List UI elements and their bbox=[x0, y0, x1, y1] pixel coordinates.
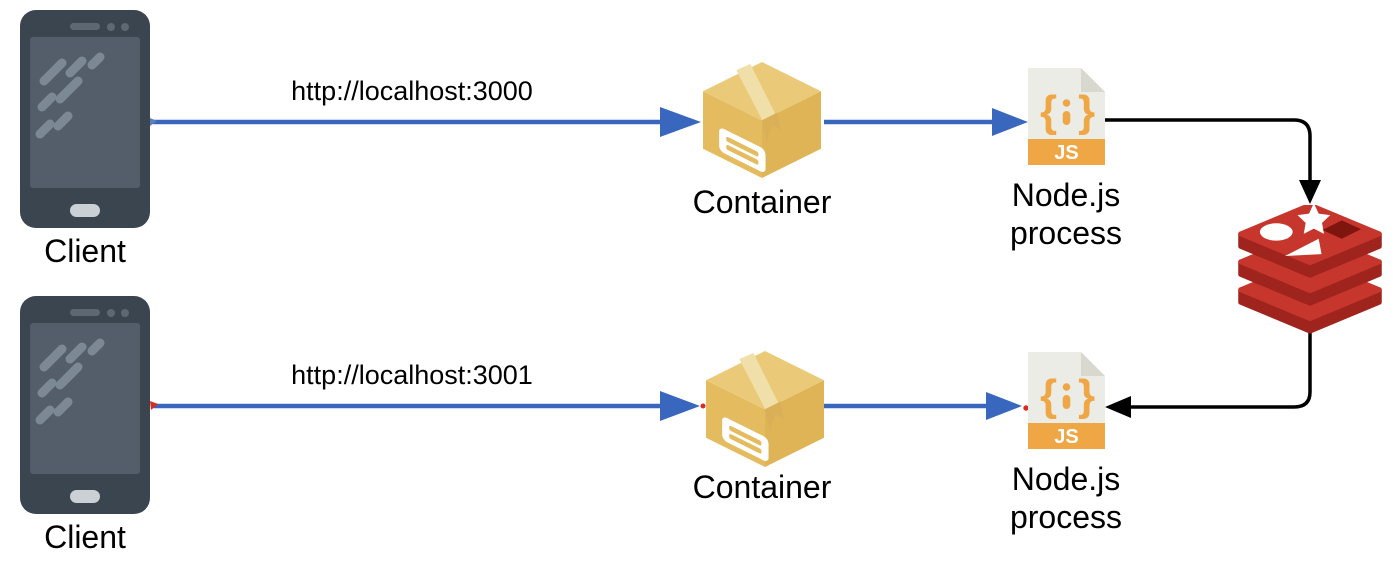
open-brace-glyph: { bbox=[1040, 87, 1057, 136]
node-process-label-line1: Node.js bbox=[1011, 177, 1121, 213]
redis-to-node-connector bbox=[1129, 330, 1312, 409]
nodejs-file-icon-bottom: JS { } bbox=[1028, 352, 1105, 449]
phone-screen bbox=[30, 37, 140, 188]
box-tape bbox=[736, 64, 777, 123]
container-to-node-arrowhead-top bbox=[992, 108, 1028, 136]
redis-icon bbox=[1238, 205, 1382, 334]
file-fold bbox=[1081, 68, 1105, 92]
phone-camera-dot bbox=[107, 309, 115, 317]
node-process-label-line2: process bbox=[1009, 499, 1123, 535]
client-device-bottom bbox=[20, 296, 150, 514]
nodejs-file-icon-top: JS { } bbox=[1028, 68, 1105, 165]
open-brace-glyph: { bbox=[1040, 371, 1057, 420]
phone-home-button bbox=[70, 490, 100, 503]
container-label-top: Container bbox=[692, 184, 832, 220]
redis-triangle-shape bbox=[1284, 238, 1322, 257]
redis-star-shape bbox=[1297, 205, 1331, 234]
container-label-bottom: Container bbox=[692, 469, 832, 505]
phone-speaker bbox=[70, 309, 100, 316]
semicolon-dot bbox=[1062, 99, 1071, 107]
client-device-top bbox=[20, 10, 150, 228]
connection-nub-bottom-client bbox=[150, 401, 158, 410]
request-arrowhead-bottom bbox=[660, 391, 700, 421]
connection-nub-top-client bbox=[150, 118, 157, 126]
request-arrowhead-top bbox=[660, 107, 701, 137]
phone-speaker bbox=[70, 23, 100, 30]
box-tape-flap bbox=[764, 401, 784, 431]
box-tape-flap bbox=[761, 112, 781, 142]
file-fold bbox=[1081, 352, 1105, 376]
semicolon-bar bbox=[1062, 395, 1071, 409]
client-label-bottom: Client bbox=[44, 519, 126, 555]
connection-dot-bottom-node bbox=[1023, 405, 1029, 411]
phone-sensor-dot bbox=[121, 23, 129, 31]
screen-shine-icon bbox=[35, 338, 105, 425]
js-badge-label: JS bbox=[1054, 426, 1078, 448]
container-icon-top bbox=[703, 62, 821, 178]
box-right-face bbox=[762, 91, 821, 178]
redis-ellipse-shape bbox=[1259, 223, 1293, 241]
redis-slab-top bbox=[1238, 205, 1382, 278]
box-tape bbox=[739, 353, 780, 412]
js-badge-label: JS bbox=[1054, 142, 1078, 164]
js-badge-band bbox=[1028, 139, 1105, 165]
box-label bbox=[719, 128, 766, 172]
node-process-label-bottom: Node.js process bbox=[966, 460, 1166, 536]
phone-screen bbox=[30, 323, 140, 474]
close-brace-glyph: } bbox=[1078, 371, 1095, 420]
request-url-label-bottom: http://localhost:3001 bbox=[291, 360, 533, 390]
node-process-label-line2: process bbox=[1009, 215, 1123, 251]
redis-square-hole bbox=[1322, 220, 1362, 239]
js-badge-band bbox=[1028, 423, 1105, 449]
client-label-top: Client bbox=[44, 233, 126, 269]
phone-sensor-dot bbox=[121, 309, 129, 317]
close-brace-glyph: } bbox=[1078, 87, 1095, 136]
semicolon-dot bbox=[1062, 383, 1071, 391]
screen-shine-icon bbox=[35, 52, 105, 139]
request-url-label-top: http://localhost:3000 bbox=[291, 76, 533, 106]
node-to-redis-arrowhead bbox=[1299, 180, 1321, 204]
phone-camera-dot bbox=[107, 23, 115, 31]
redis-to-node-arrowhead bbox=[1105, 396, 1131, 418]
phone-home-button bbox=[70, 204, 100, 217]
node-process-label-top: Node.js process bbox=[966, 176, 1166, 252]
box-label bbox=[722, 417, 769, 461]
node-process-label-line1: Node.js bbox=[1011, 461, 1121, 497]
connection-dot-bottom-container bbox=[700, 403, 706, 409]
node-to-redis-connector bbox=[1102, 118, 1312, 183]
box-right-face bbox=[765, 380, 824, 467]
container-to-node-arrowhead-bottom bbox=[986, 392, 1022, 420]
container-icon-bottom bbox=[706, 351, 824, 467]
semicolon-bar bbox=[1062, 111, 1071, 125]
